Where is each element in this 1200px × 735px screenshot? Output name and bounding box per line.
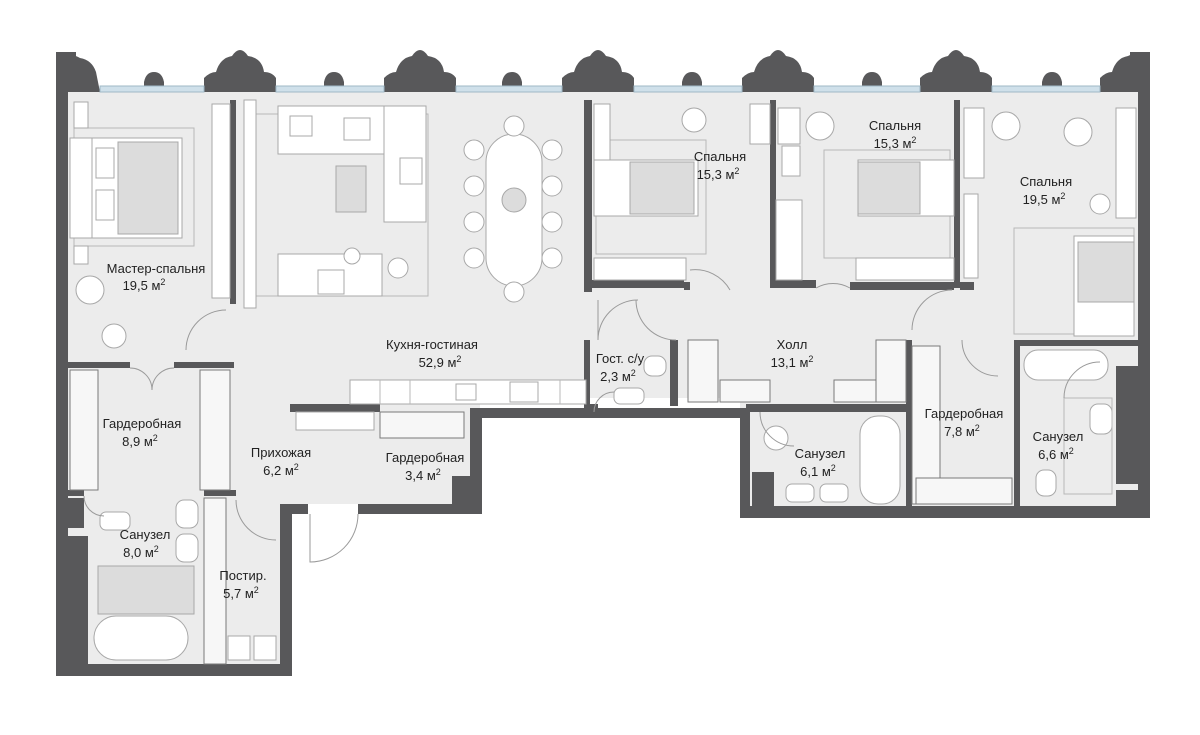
facade-columns <box>62 50 1140 92</box>
bedroom4-furniture <box>963 107 1137 337</box>
room-name-wardrobe3: Гардеробная <box>925 406 1004 421</box>
room-area-bath2: 6,6 м2 <box>1038 446 1074 462</box>
interior-walls <box>68 100 1138 506</box>
room-name-bath2: Санузел <box>1033 429 1084 444</box>
room-name-wardrobe2: Гардеробная <box>386 450 465 465</box>
walls <box>56 52 1150 676</box>
room-area-bed4: 19,5 м2 <box>1023 191 1066 207</box>
room-name-bed4: Спальня <box>1020 174 1072 189</box>
living-room-furniture <box>243 99 563 309</box>
room-area-laundry: 5,7 м2 <box>223 585 259 601</box>
room-area-wardrobe2: 3,4 м2 <box>405 467 441 483</box>
room-area-guestwc: 2,3 м2 <box>600 368 636 384</box>
room-name-bath1: Санузел <box>795 446 846 461</box>
windows <box>99 85 1101 93</box>
bedroom3-furniture <box>775 107 1021 281</box>
doors <box>83 269 1101 563</box>
closets <box>69 339 1013 665</box>
room-area-entry: 6,2 м2 <box>263 462 299 478</box>
kitchen-furniture <box>295 379 587 431</box>
room-labels: Мастер-спальня 19,5 м2 Кухня-гостиная 52… <box>103 118 1084 601</box>
room-area-master: 19,5 м2 <box>123 277 166 293</box>
room-name-bed3: Спальня <box>869 118 921 133</box>
room-area-wardrobe3: 7,8 м2 <box>944 423 980 439</box>
room-area-bed2: 15,3 м2 <box>697 166 740 182</box>
room-name-wardrobe1: Гардеробная <box>103 416 182 431</box>
master-bedroom-furniture <box>69 101 231 349</box>
room-area-bath1: 6,1 м2 <box>800 463 836 479</box>
room-name-guestwc: Гост. с/у <box>596 351 645 366</box>
room-area-hall: 13,1 м2 <box>771 354 814 370</box>
room-area-kitchen: 52,9 м2 <box>419 354 462 370</box>
room-name-master: Мастер-спальня <box>107 261 206 276</box>
room-name-hall: Холл <box>777 337 808 352</box>
room-name-bed2: Спальня <box>694 149 746 164</box>
room-area-wardrobe1: 8,9 м2 <box>122 433 158 449</box>
room-area-bath3: 8,0 м2 <box>123 544 159 560</box>
room-name-laundry: Постир. <box>219 568 266 583</box>
room-name-bath3: Санузел <box>120 527 171 542</box>
room-name-kitchen: Кухня-гостиная <box>386 337 478 352</box>
room-area-bed3: 15,3 м2 <box>874 135 917 151</box>
room-name-entry: Прихожая <box>251 445 311 460</box>
bedroom2-furniture <box>593 103 801 281</box>
